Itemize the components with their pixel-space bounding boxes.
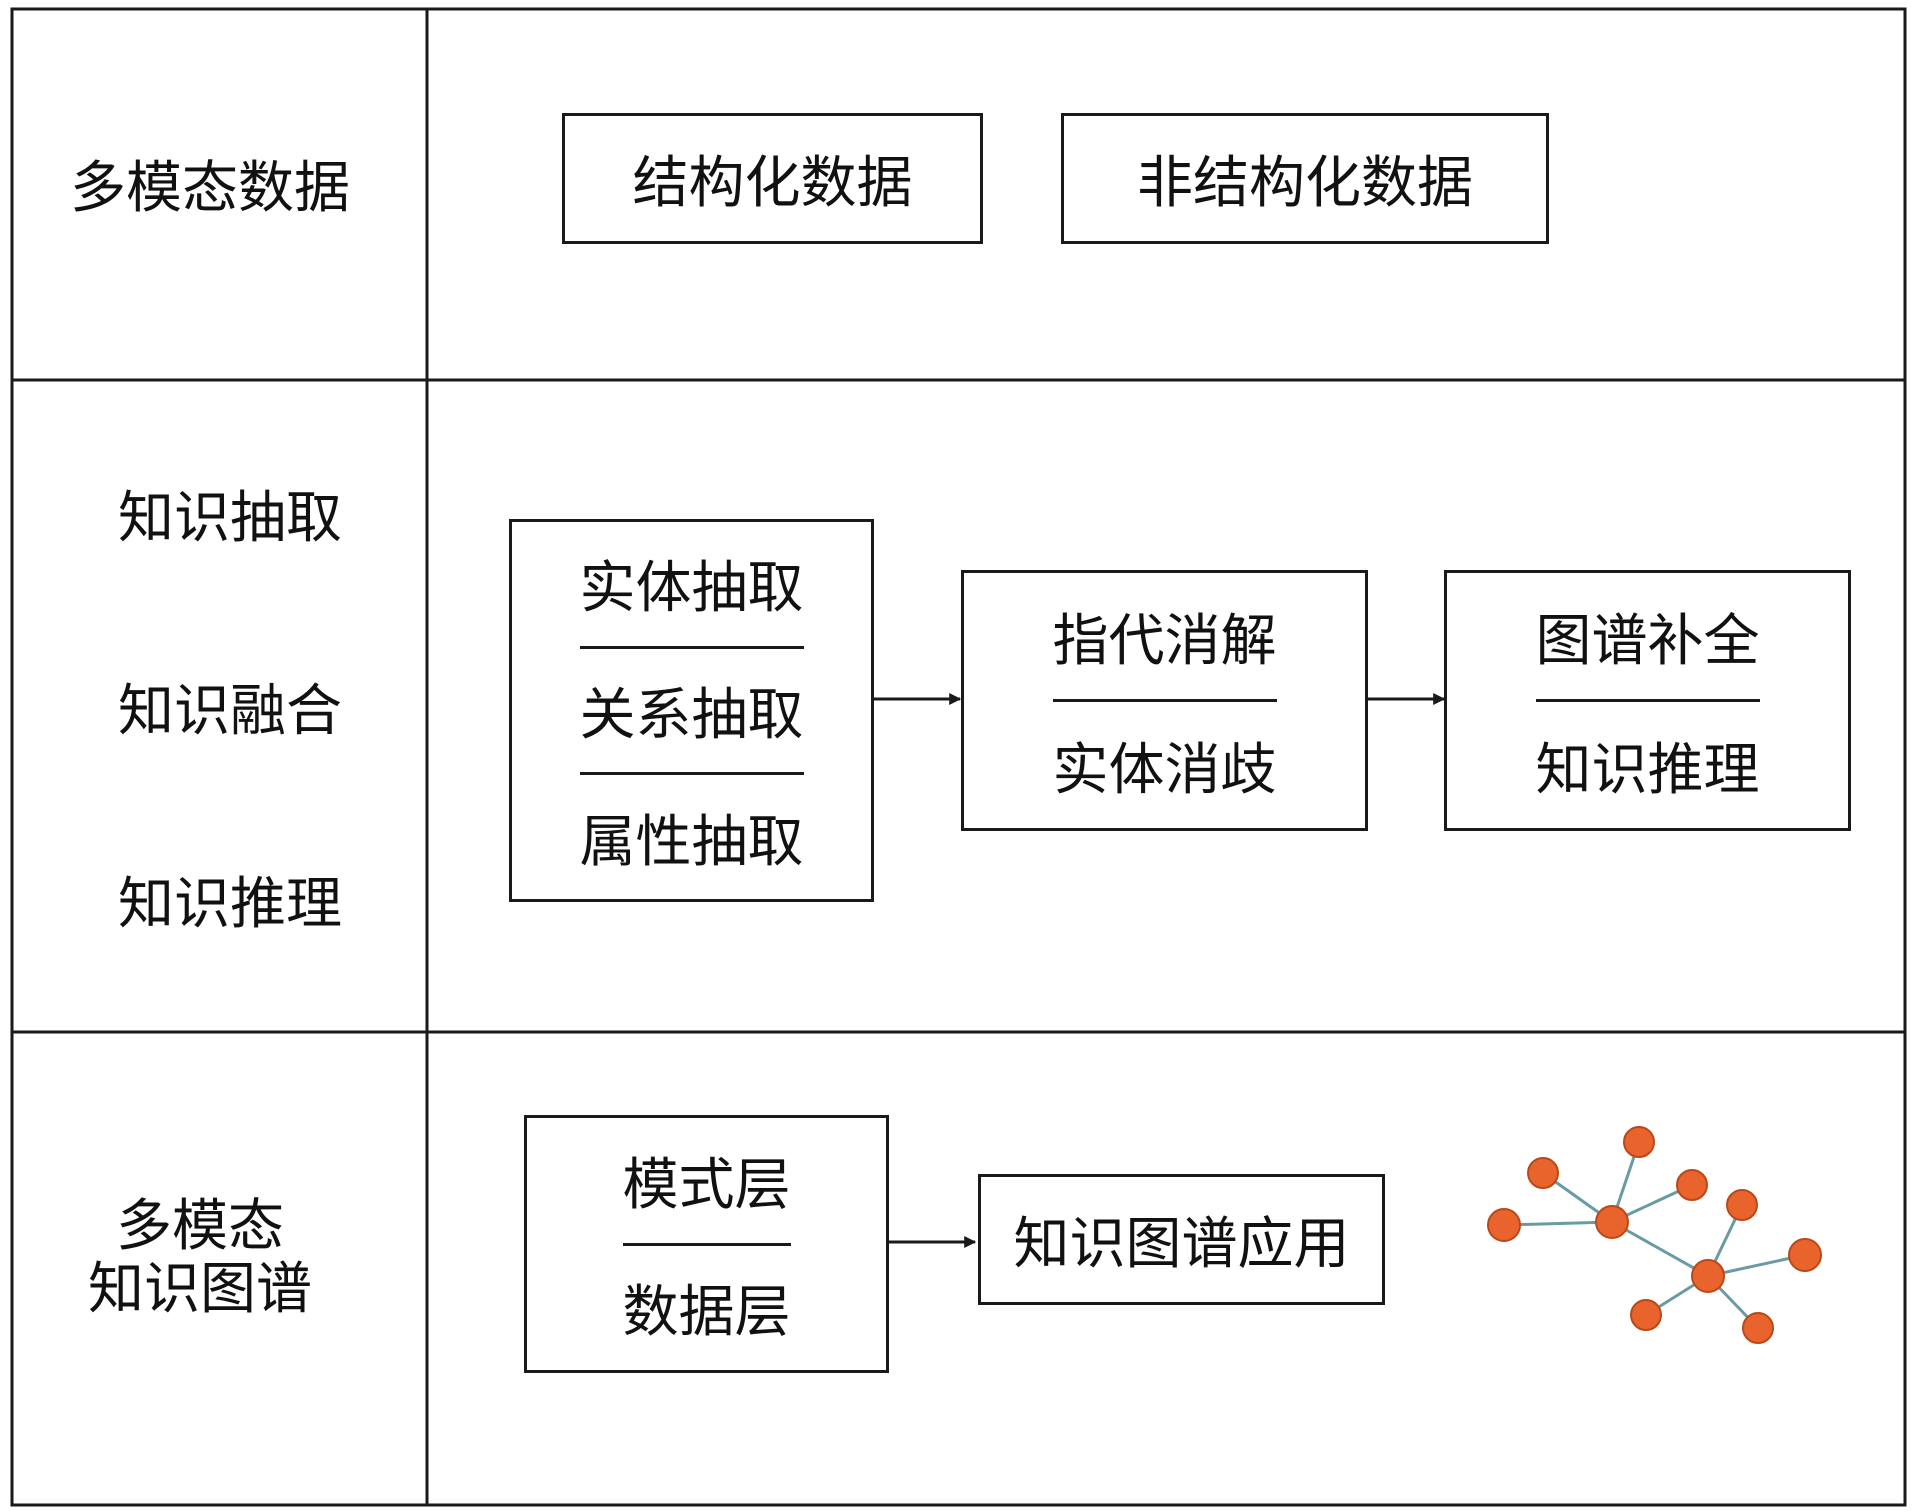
row-label-multimodal-kg-line2: 知识图谱 xyxy=(88,1256,312,1322)
schema-layer-label: 模式层 xyxy=(622,1152,791,1218)
entity-extraction-label: 实体抽取 xyxy=(579,556,804,622)
layers-box: 模式层 数据层 xyxy=(524,1115,889,1373)
coreference-resolution-cell: 指代消解 xyxy=(1053,573,1277,699)
structured-data-box: 结构化数据 xyxy=(562,113,983,244)
knowledge-reasoning-cell: 知识推理 xyxy=(1535,699,1760,828)
row-label-knowledge-extraction: 知识抽取 xyxy=(118,486,342,551)
knowledge-reasoning-label: 知识推理 xyxy=(1535,737,1760,803)
kg-application-box: 知识图谱应用 xyxy=(978,1174,1385,1305)
attribute-extraction-label: 属性抽取 xyxy=(579,809,804,875)
structured-data-label: 结构化数据 xyxy=(632,151,913,216)
schema-layer-cell: 模式层 xyxy=(623,1118,791,1243)
outer-border xyxy=(10,7,1907,1507)
entity-disambiguation-cell: 实体消歧 xyxy=(1052,699,1277,828)
reasoning-box: 图谱补全 知识推理 xyxy=(1444,570,1851,831)
data-layer-label: 数据层 xyxy=(622,1280,791,1346)
row-label-multimodal-kg: 多模态 知识图谱 xyxy=(30,1194,370,1322)
kg-application-label: 知识图谱应用 xyxy=(1013,1212,1350,1277)
row-label-knowledge-fusion: 知识融合 xyxy=(118,679,342,744)
row-label-multimodal-kg-line1: 多模态 xyxy=(116,1194,284,1259)
relation-extraction-cell: 关系抽取 xyxy=(579,645,804,773)
unstructured-data-box: 非结构化数据 xyxy=(1061,113,1549,244)
coreference-resolution-label: 指代消解 xyxy=(1052,608,1277,674)
extraction-box: 实体抽取 关系抽取 属性抽取 xyxy=(509,519,874,902)
unstructured-data-label: 非结构化数据 xyxy=(1137,151,1473,216)
entity-extraction-cell: 实体抽取 xyxy=(580,522,804,646)
row-label-knowledge-reasoning: 知识推理 xyxy=(118,872,342,937)
attribute-extraction-cell: 属性抽取 xyxy=(579,772,804,899)
graph-completion-cell: 图谱补全 xyxy=(1536,573,1760,699)
row-label-multimodal-data: 多模态数据 xyxy=(70,156,350,221)
relation-extraction-label: 关系抽取 xyxy=(579,683,804,748)
fusion-box: 指代消解 实体消歧 xyxy=(961,570,1368,831)
graph-completion-label: 图谱补全 xyxy=(1535,608,1760,674)
entity-disambiguation-label: 实体消歧 xyxy=(1052,737,1277,803)
network-graph-icon xyxy=(1487,1126,1822,1344)
data-layer-cell: 数据层 xyxy=(622,1242,791,1371)
